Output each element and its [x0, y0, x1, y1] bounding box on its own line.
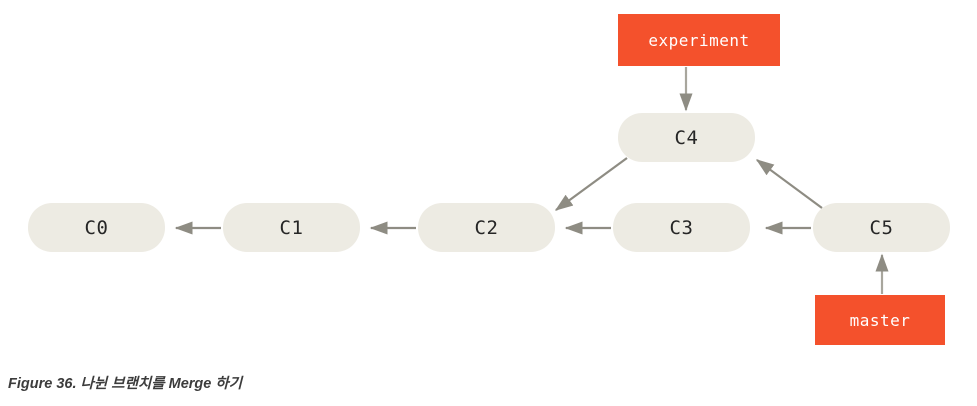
commit-label: C4 [674, 126, 699, 149]
commit-label: C3 [669, 216, 694, 239]
branch-label-experiment[interactable]: experiment [618, 14, 780, 66]
edge-c4-to-c2 [554, 157, 628, 211]
commit-label: C2 [474, 216, 499, 239]
git-branch-diagram: C0 C1 C2 C3 C4 C5 experiment master [28, 14, 950, 345]
commit-label: C0 [84, 216, 109, 239]
branch-label-master[interactable]: master [815, 295, 945, 345]
commit-node-c2[interactable]: C2 [418, 203, 555, 252]
commit-node-c3[interactable]: C3 [613, 203, 750, 252]
figure-caption: Figure 36. 나뉜 브랜치를 Merge 하기 [8, 376, 243, 392]
commit-node-c0[interactable]: C0 [28, 203, 165, 252]
branch-label-text: experiment [648, 30, 750, 50]
commit-label: C1 [279, 216, 304, 239]
commit-node-c5[interactable]: C5 [813, 203, 950, 252]
commit-node-c4[interactable]: C4 [618, 113, 755, 162]
arrow-layer [174, 67, 889, 294]
edge-c5-to-c4 [755, 159, 823, 209]
branch-label-text: master [849, 310, 911, 330]
commit-label: C5 [869, 216, 894, 239]
commit-node-c1[interactable]: C1 [223, 203, 360, 252]
